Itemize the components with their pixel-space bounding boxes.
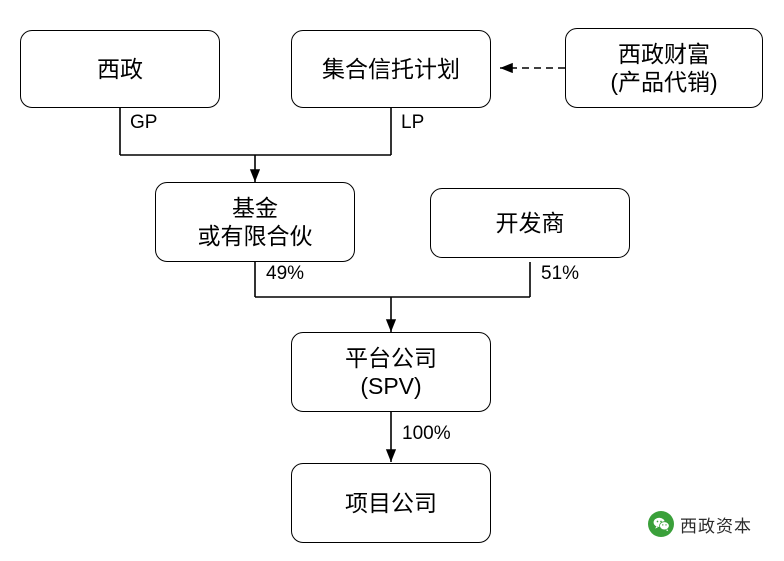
edge-label-100: 100%: [402, 423, 451, 444]
node-developer: 开发商: [430, 188, 630, 258]
node-fund-line1: 基金: [232, 194, 278, 221]
node-wealth-line2: (产品代销): [610, 69, 718, 95]
node-project: 项目公司: [291, 463, 491, 543]
edge-label-gp: GP: [130, 112, 158, 133]
watermark-text: 西政资本: [680, 516, 752, 536]
node-trust-plan: 集合信托计划: [291, 30, 491, 108]
node-trust-plan-line1: 集合信托计划: [322, 55, 460, 82]
wechat-icon: [648, 511, 674, 537]
node-fund-line2: 或有限合伙: [197, 223, 313, 249]
node-project-line1: 项目公司: [345, 489, 437, 516]
node-xizheng: 西政: [20, 30, 220, 108]
node-platform-line2: (SPV): [360, 373, 422, 399]
edge-label-lp: LP: [401, 112, 425, 133]
edge-label-49: 49%: [266, 263, 305, 284]
node-developer-line1: 开发商: [495, 209, 565, 236]
watermark: 西政资本: [648, 511, 752, 537]
node-xizheng-line1: 西政: [97, 55, 143, 82]
node-platform: 平台公司 (SPV): [291, 332, 491, 412]
node-wealth: 西政财富 (产品代销): [565, 28, 763, 108]
node-fund: 基金 或有限合伙: [155, 182, 355, 262]
node-platform-line1: 平台公司: [345, 344, 437, 371]
edge-label-51: 51%: [541, 263, 580, 284]
node-wealth-line1: 西政财富: [618, 40, 710, 67]
